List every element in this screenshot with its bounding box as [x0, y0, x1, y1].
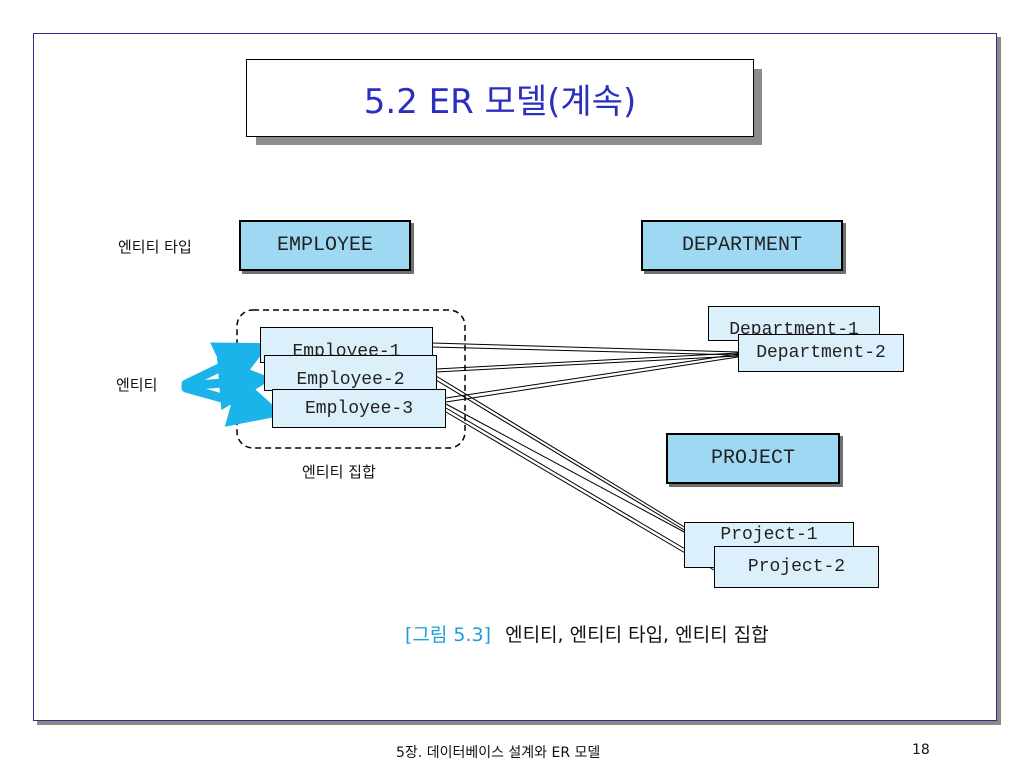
entity-department-2: Department-2: [738, 334, 904, 372]
figure-caption-text: 엔티티, 엔티티 타입, 엔티티 집합: [505, 624, 769, 646]
slide-title-text: 5.2 ER 모델(계속): [363, 81, 637, 122]
entity-employee-3: Employee-3: [272, 389, 446, 428]
entity-type-employee-label: EMPLOYEE: [276, 234, 373, 257]
entity-label: 엔티티: [116, 376, 158, 394]
arrow-to-employee-2: [181, 356, 273, 411]
figure-caption: [그림 5.3] 엔티티, 엔티티 타입, 엔티티 집합: [405, 620, 769, 647]
entity-employee-3-label: Employee-3: [304, 398, 414, 419]
entity-type-department-label: DEPARTMENT: [681, 234, 803, 257]
figure-number: [그림 5.3]: [405, 624, 492, 646]
entity-project-2: Project-2: [714, 546, 879, 588]
entity-employee-2-label: Employee-2: [296, 370, 405, 390]
entity-employee-2: Employee-2: [264, 355, 437, 391]
entity-arrows: [181, 342, 285, 427]
entity-department-2-label: Department-2: [756, 343, 886, 363]
entity-type-project: PROJECT: [666, 433, 840, 484]
entity-type-project-label: PROJECT: [710, 447, 795, 470]
entity-type-employee: EMPLOYEE: [239, 220, 411, 271]
page-number: 18: [912, 742, 930, 758]
slide-title: 5.2 ER 모델(계속): [246, 59, 754, 137]
entity-type-label: 엔티티 타입: [118, 238, 192, 256]
footer-chapter: 5장. 데이터베이스 설계와 ER 모델: [396, 745, 601, 761]
entity-project-1-label: Project-1: [720, 525, 818, 545]
entity-type-department: DEPARTMENT: [641, 220, 843, 271]
arrow-to-employee-3: [181, 374, 285, 427]
relationship-lines: [431, 342, 739, 571]
entity-project-2-label: Project-2: [747, 557, 846, 577]
entity-set-label: 엔티티 집합: [302, 463, 376, 481]
